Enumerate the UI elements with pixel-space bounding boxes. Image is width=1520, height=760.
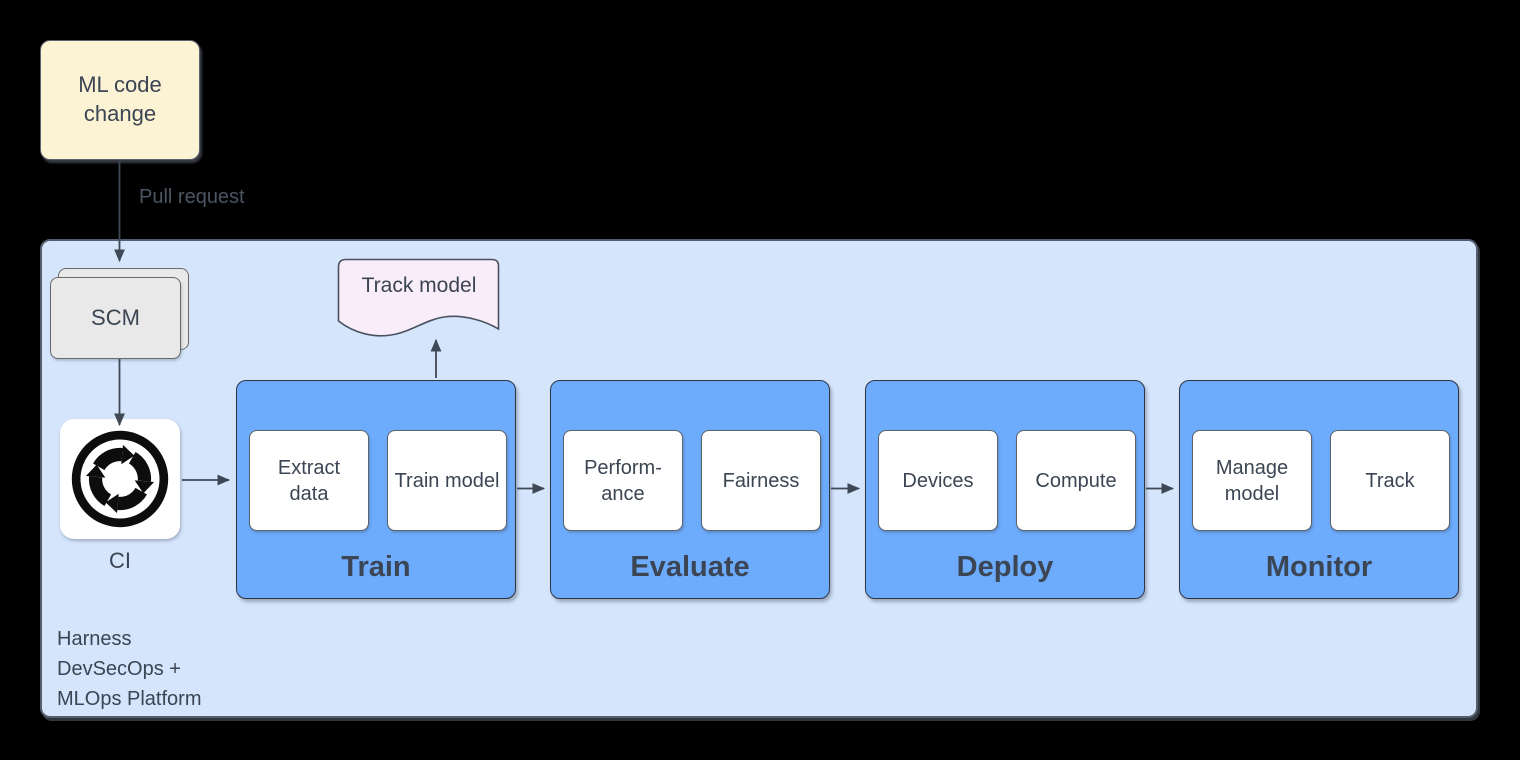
item-manage-model: Manage model — [1192, 430, 1312, 531]
stage-monitor-label: Monitor — [1265, 551, 1373, 583]
item-performance: Perform- ance — [563, 430, 683, 531]
item-extract-data: Extract data — [249, 430, 369, 531]
item-fairness: Fairness — [701, 430, 821, 531]
ci-node — [60, 419, 180, 539]
stage-train-label: Train — [341, 551, 411, 583]
item-train-model: Train model — [387, 430, 507, 531]
ml-code-change-node: ML code change — [40, 40, 200, 160]
stage-evaluate: Perform- ance Fairness Evaluate — [550, 380, 830, 599]
ml-code-change-label: ML code change — [78, 72, 162, 126]
scm-node: SCM — [50, 277, 181, 359]
ci-label: CI — [109, 548, 131, 573]
track-model-label: Track model — [361, 274, 477, 297]
pull-request-label: Pull request — [139, 186, 245, 208]
stage-deploy-label: Deploy — [956, 551, 1054, 583]
ci-cycle-icon — [71, 430, 169, 528]
stage-evaluate-label: Evaluate — [630, 551, 750, 583]
item-track: Track — [1330, 430, 1450, 531]
track-model-document-shape — [337, 258, 500, 337]
stage-deploy: Devices Compute Deploy — [865, 380, 1145, 599]
stage-monitor: Manage model Track Monitor — [1179, 380, 1459, 599]
platform-label: Harness DevSecOps + MLOps Platform — [57, 628, 202, 710]
stage-train: Extract data Train model Train — [236, 380, 516, 599]
item-devices: Devices — [878, 430, 998, 531]
item-compute: Compute — [1016, 430, 1136, 531]
scm-label: SCM — [91, 305, 140, 330]
